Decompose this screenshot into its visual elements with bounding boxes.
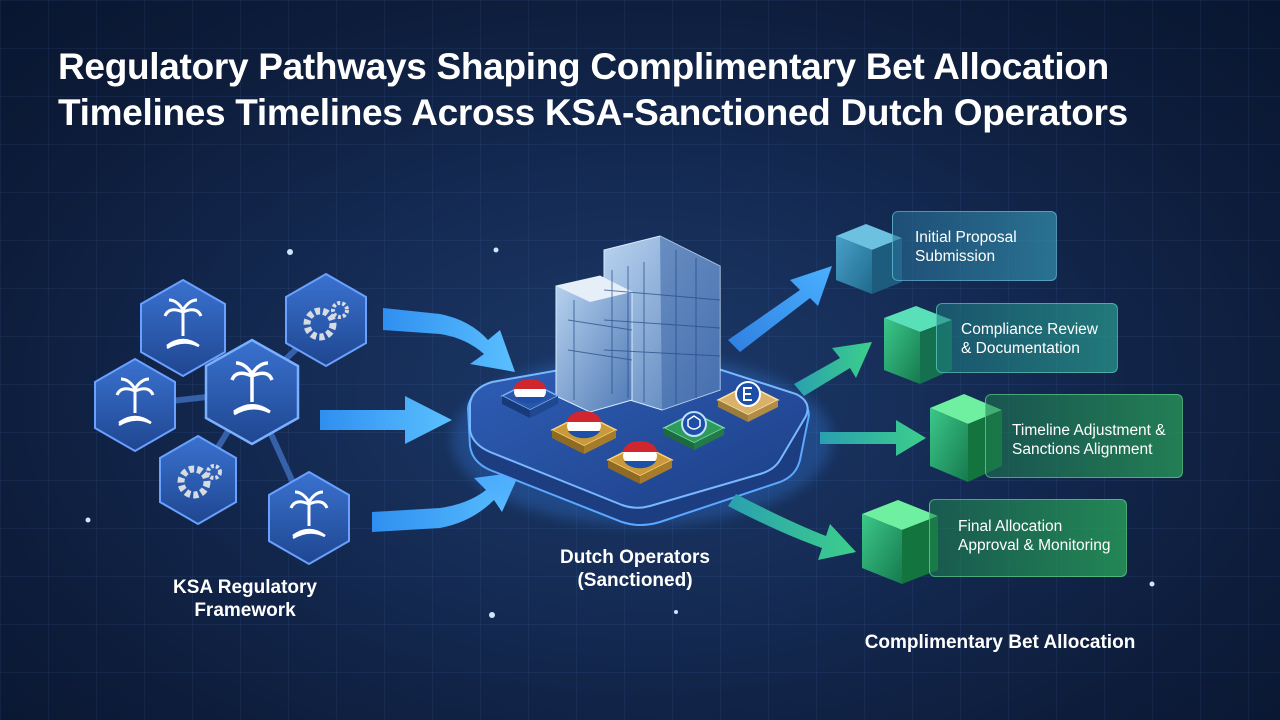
hex-palm-2: [94, 357, 176, 453]
hex-gear-1: [285, 272, 367, 368]
gear-icon: [177, 464, 222, 499]
tile-flag-1: [500, 379, 560, 418]
stage-timeline-adjustment: Timeline Adjustment & Sanctions Alignmen…: [985, 394, 1183, 478]
page-title: Regulatory Pathways Shaping Complimentar…: [58, 44, 1238, 136]
complimentary-allocation-label: Complimentary Bet Allocation: [864, 632, 1136, 653]
arrow-in-top: [383, 308, 515, 372]
globe-shield-icon: [681, 411, 707, 437]
stage-initial-proposal: Initial Proposal Submission: [892, 211, 1057, 281]
arrow-out-3: [820, 420, 926, 456]
hex-palm-3: [268, 470, 350, 566]
sparkles: [85, 247, 1155, 618]
e-logo-icon: [735, 381, 761, 407]
stage-compliance-review: Compliance Review & Documentation: [936, 303, 1118, 373]
stage-3-line-2: Sanctions Alignment: [1012, 441, 1153, 458]
stage-1-text: Initial Proposal Submission: [915, 228, 1017, 266]
tile-globe: [662, 411, 726, 450]
stage-4-text: Final Allocation Approval & Monitoring: [958, 517, 1111, 555]
ksa-hexagons: [94, 272, 367, 566]
stage-3-text: Timeline Adjustment & Sanctions Alignmen…: [1012, 421, 1166, 459]
operator-tiles: [500, 379, 780, 484]
palm-swords-icon: [163, 298, 203, 350]
dutch-flag-icon: [514, 379, 546, 404]
ksa-label-line-2: Framework: [194, 600, 296, 621]
stage-2-line-1: Compliance Review: [961, 321, 1098, 338]
dutch-flag-icon: [623, 441, 657, 469]
outgoing-arrows: [728, 266, 926, 560]
gear-icon: [303, 301, 349, 341]
arrow-out-1: [728, 266, 832, 352]
incoming-arrows: [320, 308, 520, 532]
arrow-out-2: [794, 342, 872, 396]
office-building: [555, 235, 721, 413]
stage-2-line-2: & Documentation: [961, 340, 1080, 357]
stage-4-line-2: Approval & Monitoring: [958, 537, 1111, 554]
arrow-in-middle: [320, 396, 452, 444]
palm-swords-icon: [230, 361, 274, 416]
dutch-flag-icon: [567, 411, 601, 439]
hex-gear-2: [159, 434, 237, 526]
dutch-label-line-1: Dutch Operators: [560, 547, 710, 568]
tile-flag-3: [606, 441, 674, 484]
dutch-label-line-2: (Sanctioned): [577, 570, 693, 591]
tile-e-logo: [716, 381, 780, 422]
stage-final-allocation: Final Allocation Approval & Monitoring: [929, 499, 1127, 577]
title-line-2: Timelines Timelines Across KSA-Sanctione…: [58, 92, 1128, 133]
palm-swords-icon: [289, 490, 329, 540]
ksa-label-line-1: KSA Regulatory: [173, 577, 317, 598]
stage-1-line-2: Submission: [915, 248, 996, 265]
stage-1-line-1: Initial Proposal: [915, 229, 1017, 246]
stage-3-line-1: Timeline Adjustment &: [1012, 422, 1166, 439]
tile-flag-2: [550, 411, 618, 454]
arrow-in-bottom: [372, 472, 520, 532]
hex-palm-center: [204, 338, 300, 446]
stage-2-text: Compliance Review & Documentation: [961, 320, 1098, 358]
cube-stage-4: [862, 500, 938, 584]
hex-palm-1: [140, 278, 226, 378]
arrow-out-4: [728, 494, 856, 560]
ksa-framework-label: KSA Regulatory Framework: [150, 576, 340, 622]
palm-swords-icon: [115, 377, 155, 427]
stage-4-line-1: Final Allocation: [958, 518, 1063, 535]
title-line-1: Regulatory Pathways Shaping Complimentar…: [58, 46, 1109, 87]
dutch-operators-label: Dutch Operators (Sanctioned): [520, 546, 750, 592]
